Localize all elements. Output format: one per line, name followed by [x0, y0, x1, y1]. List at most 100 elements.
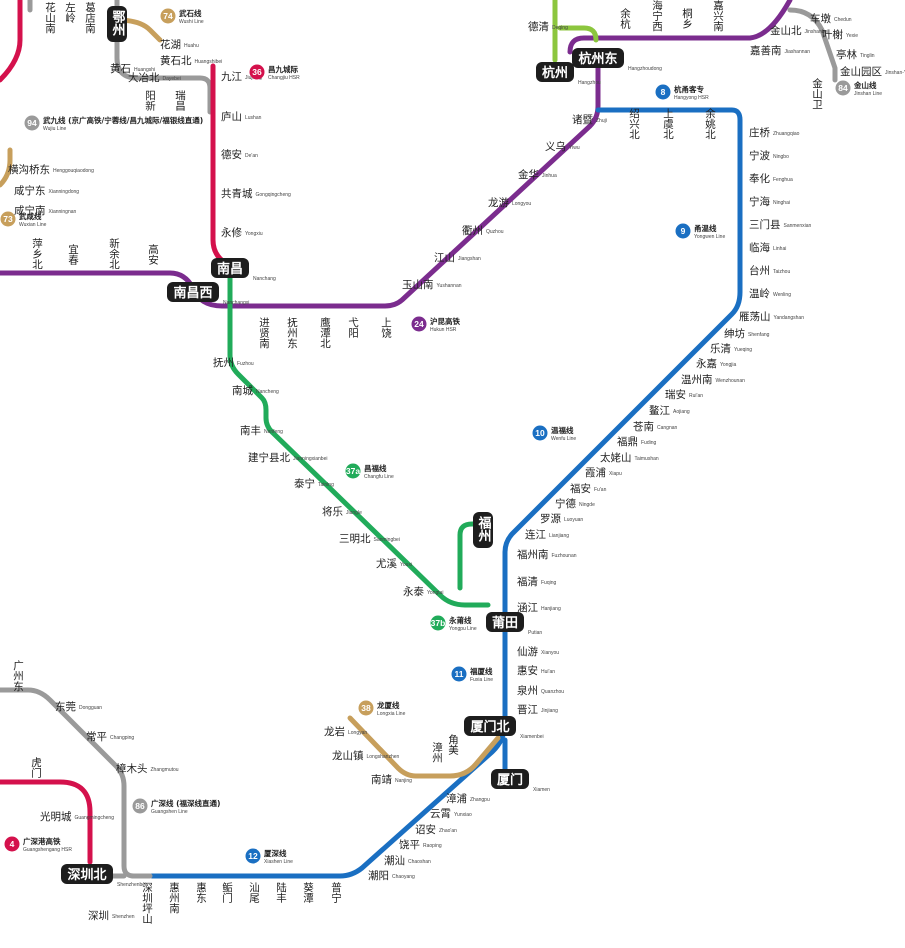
- line-name: 沪昆高铁: [430, 316, 460, 326]
- route-gray-jinshan: [787, 7, 838, 83]
- line-name-en: Wujiu Line: [43, 126, 66, 132]
- station-name-en: Hui'an: [541, 669, 555, 675]
- station-name-en: Jinshanbei: [805, 29, 829, 35]
- route-tan-longxia: [347, 715, 501, 779]
- line-number: 4: [10, 839, 15, 849]
- route-red-left: [0, 0, 23, 83]
- station-name: 抚州: [213, 357, 234, 369]
- line-number: 94: [27, 118, 37, 128]
- route-green-fuzhou: [457, 521, 487, 591]
- station-name-vertical: 广州东: [12, 660, 24, 692]
- station-name-vertical: 普宁: [330, 881, 342, 903]
- station-name-en: Chedun: [834, 17, 852, 23]
- station-name-vertical: 鹰潭北: [319, 316, 331, 348]
- station-name-vertical: 陆丰: [275, 881, 287, 903]
- station-name-en: Dongguan: [79, 705, 102, 711]
- station-name: 云霄: [430, 808, 451, 820]
- station-name: 嘉善南: [750, 44, 782, 57]
- route-tan-wuxian: [0, 147, 13, 188]
- hub-name: 杭州东: [578, 51, 617, 67]
- hub-box: [464, 716, 516, 736]
- line-name: 昌福线: [364, 463, 387, 473]
- station-name-en: Chaoshan: [408, 859, 431, 865]
- station-name-en: Shenfang: [748, 332, 770, 338]
- station-name: 咸宁东: [14, 184, 46, 197]
- hub-box: [491, 769, 529, 789]
- station-name-en: Shenzhen: [112, 914, 135, 920]
- route-purple-hukun-east: [567, 0, 793, 55]
- station-name-en: Changping: [110, 735, 134, 741]
- station-name-en: Jianningxianbei: [293, 456, 327, 462]
- station-name-vertical: 余姚北: [704, 107, 716, 139]
- line-name-en: Yongwen Line: [694, 234, 725, 240]
- station-name: 饶平: [399, 838, 420, 851]
- station-name: 庐山: [221, 110, 242, 123]
- line-name-en: Yongpu Line: [449, 626, 477, 632]
- station-name-vertical: 葵潭: [302, 882, 314, 903]
- hub-box: [473, 512, 493, 548]
- line-number: 37a: [346, 466, 360, 476]
- station-name: 花湖: [160, 38, 181, 51]
- station-name-en: Linhai: [773, 246, 786, 252]
- line-number: 36: [252, 67, 262, 77]
- line-number: 37b: [431, 618, 446, 628]
- station-name: 横沟桥东: [8, 163, 50, 176]
- station-name: 福鼎: [617, 435, 638, 448]
- station-name: 车墩: [810, 12, 831, 25]
- station-name: 龙游: [488, 196, 509, 209]
- station-name-vertical: 上饶: [380, 317, 392, 339]
- line-name-en: Wushi Line: [179, 19, 204, 25]
- station-name-vertical: 汕尾: [248, 882, 260, 904]
- station-name: 温州南: [681, 373, 713, 386]
- station-name: 涵江: [517, 601, 538, 614]
- line-number: 10: [535, 428, 545, 438]
- station-name: 苍南: [633, 420, 654, 433]
- station-name-en: Aojiang: [673, 409, 690, 415]
- hub-box: [486, 612, 524, 632]
- station-name-en: Nanjing: [395, 778, 412, 784]
- line-number-badge: [245, 848, 261, 864]
- station-name: 宁海: [749, 195, 770, 208]
- station-name: 九江: [221, 71, 242, 83]
- hub-name: 福州: [476, 515, 493, 543]
- station-name-vertical: 新余北: [108, 237, 120, 269]
- station-name: 亭林: [836, 48, 857, 61]
- station-name-en: Taining: [318, 482, 334, 488]
- station-name: 龙岩: [324, 725, 345, 738]
- station-name-en: Taizhou: [773, 269, 790, 275]
- station-name-vertical: 弋阳: [347, 316, 359, 338]
- station-name: 尤溪: [376, 557, 397, 570]
- station-name: 叶榭: [822, 28, 843, 41]
- station-name-vertical: 鲘门: [221, 881, 233, 904]
- station-name: 乐清: [710, 342, 731, 355]
- line-number: 38: [361, 703, 371, 713]
- station-name: 黄石: [110, 62, 131, 75]
- station-name: 德清: [528, 20, 549, 33]
